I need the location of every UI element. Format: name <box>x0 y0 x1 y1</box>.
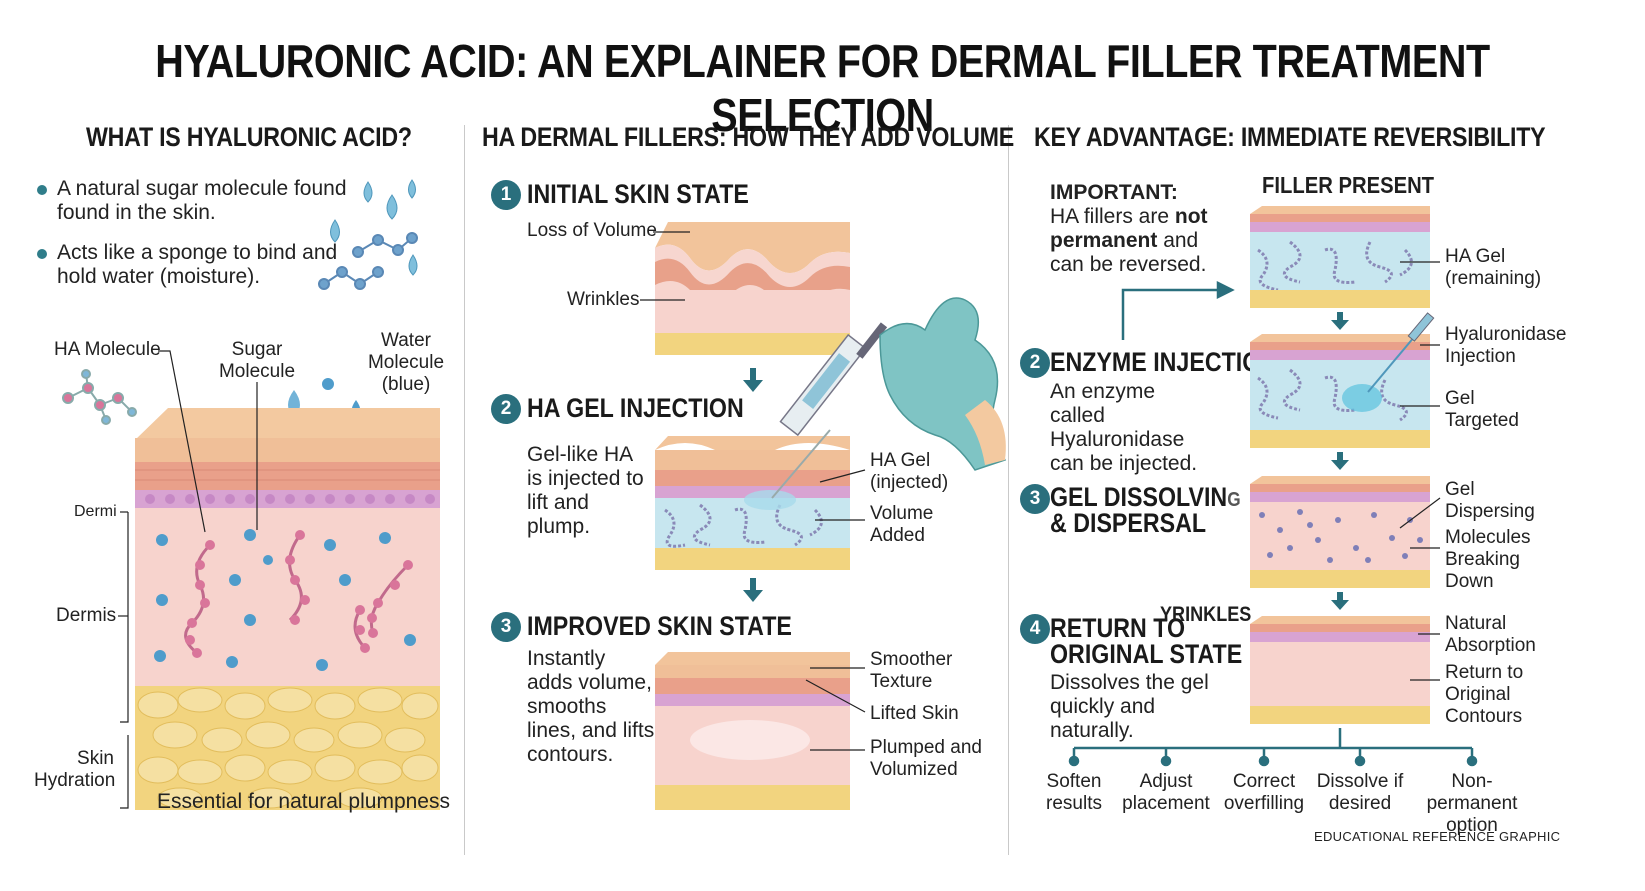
gel-dispersing-label: Gel Dispersing <box>1445 479 1535 522</box>
option-dissolve: Dissolve if desired <box>1316 771 1404 814</box>
step-number-badge: 1 <box>491 180 521 210</box>
step-description: Gel-like HA is injected to lift and plum… <box>527 443 644 538</box>
ha-gel-injected-label: HA Gel (injected) <box>870 450 949 493</box>
page-title: HYALURONIC ACID: AN EXPLAINER FOR DERMAL… <box>155 35 1490 141</box>
skin-block-improved <box>655 652 850 810</box>
step-number-badge: 2 <box>1020 348 1050 378</box>
col1-caption: Essential for natural plumpness <box>157 790 450 813</box>
col1-heading: WHAT IS HYALURONIC ACID? <box>86 122 412 152</box>
col3-heading: KEY ADVANTAGE: IMMEDIATE REVERSIBILITY <box>1034 122 1546 152</box>
step-title-part: GEL DISSOLVIN <box>1050 482 1228 512</box>
bullet-text: A natural sugar molecule found found in … <box>57 177 347 224</box>
syringe-icon <box>771 322 888 499</box>
step-number-badge: 4 <box>1020 614 1050 644</box>
option-adjust: Adjust placement <box>1122 771 1210 814</box>
step-title-line2: ORIGINAL STATE <box>1050 639 1243 669</box>
step-description: Dissolves the gel quickly and naturally. <box>1050 671 1209 742</box>
step-title: RETURN TO <box>1050 613 1186 643</box>
ha-molecule-icon <box>62 369 137 425</box>
overlay-text: YRINKLES <box>1160 603 1252 626</box>
col2-heading: HA DERMAL FILLERS: HOW THEY ADD VOLUME <box>482 122 1014 152</box>
important-heading: IMPORTANT: <box>1050 181 1178 204</box>
bullet-item: A natural sugar molecule found found in … <box>37 177 357 225</box>
bullet-dot <box>37 185 47 195</box>
down-arrow-icon <box>743 368 763 602</box>
gel-targeted-label: Gel Targeted <box>1445 388 1519 431</box>
ha-molecule-label: HA Molecule <box>54 339 161 360</box>
water-drop-icon <box>330 179 418 276</box>
step-title-line2: & DISPERSAL <box>1050 508 1207 538</box>
hyaluronidase-injection-label: Hyaluronidase Injection <box>1445 324 1567 367</box>
sugar-molecule-label: Sugar Molecule <box>218 339 296 382</box>
options-tree <box>1068 728 1478 767</box>
dermi-label: Dermi <box>74 503 117 520</box>
skin-hydration-label: Skin Hydration <box>34 748 116 791</box>
option-non-permanent: Non-permanent option <box>1426 771 1518 836</box>
molecules-breaking-label: Molecules Breaking Down <box>1445 527 1531 592</box>
skin-block-injection <box>655 436 850 570</box>
step-title: GEL DISSOLVING <box>1050 482 1241 513</box>
dermis-label: Dermis <box>56 605 117 626</box>
step-number-badge: 2 <box>491 394 521 424</box>
bullet-text: Acts like a sponge to bind and hold wate… <box>57 241 338 288</box>
glove-icon <box>879 297 1007 471</box>
column-divider <box>1008 125 1009 855</box>
water-molecule-label: Water Molecule (blue) <box>367 330 445 395</box>
arrow-icon <box>1121 280 1235 340</box>
option-soften: Soften results <box>1046 771 1102 814</box>
step-number-badge: 3 <box>1020 484 1050 514</box>
step-title: INITIAL SKIN STATE <box>527 179 749 209</box>
important-text-a: HA fillers are <box>1050 205 1175 228</box>
ha-gel-remaining-label: HA Gel (remaining) <box>1445 246 1542 289</box>
important-text-bold: not permanent <box>1050 205 1208 252</box>
loss-of-volume-label: Loss of Volume <box>527 220 657 241</box>
step-description: Instantly adds volume, smooths lines, an… <box>527 647 655 766</box>
skin-block-dissolving <box>1250 476 1430 588</box>
option-correct: Correct overfilling <box>1223 771 1305 814</box>
skin-block-original <box>1250 616 1430 724</box>
important-text: HA fillers are not permanent and can be … <box>1050 205 1210 277</box>
step-title: HA GEL INJECTION <box>527 393 744 423</box>
column-divider <box>464 125 465 855</box>
bullet-dot <box>37 249 47 259</box>
wrinkles-label: Wrinkles <box>567 289 640 310</box>
skin-cross-section <box>135 408 440 810</box>
step-title: IMPROVED SKIN STATE <box>527 611 792 641</box>
molecule-chain-icon <box>318 232 418 290</box>
important-text-c: and can be reversed. <box>1050 229 1207 276</box>
filler-present-heading: FILLER PRESENT <box>1262 172 1435 198</box>
natural-absorption-label: Natural Absorption <box>1445 613 1536 656</box>
skin-block-filler-present <box>1250 206 1430 308</box>
return-contours-label: Return to Original Contours <box>1445 662 1524 727</box>
down-arrow-icon <box>1331 312 1349 610</box>
step-title-part: G <box>1227 489 1241 511</box>
step-number-badge: 3 <box>491 612 521 642</box>
skin-block-initial <box>655 222 850 355</box>
smoother-texture-label: Smoother Texture <box>870 649 953 692</box>
plumped-label: Plumped and Volumized <box>870 737 982 780</box>
volume-added-label: Volume Added <box>870 503 934 546</box>
bullet-item: Acts like a sponge to bind and hold wate… <box>37 241 357 289</box>
step-description: An enzyme called Hyaluronidase can be in… <box>1050 380 1198 475</box>
skin-block-enzyme <box>1250 312 1435 448</box>
step-title: ENZYME INJECTION <box>1050 347 1278 377</box>
footer-note: EDUCATIONAL REFERENCE GRAPHIC <box>1314 829 1561 844</box>
lifted-skin-label: Lifted Skin <box>870 703 959 724</box>
